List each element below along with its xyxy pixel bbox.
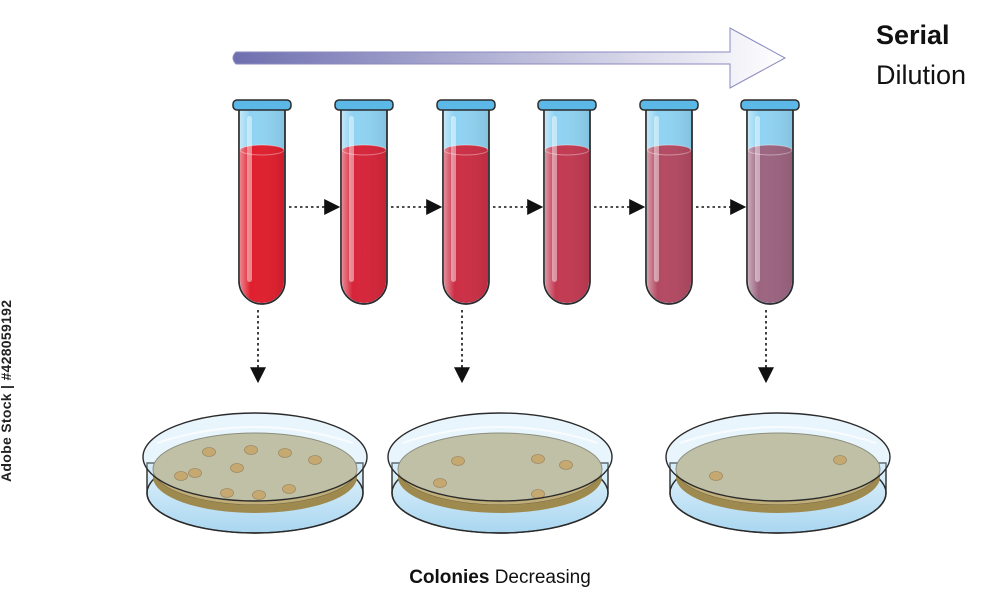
tube-highlight xyxy=(654,116,659,282)
agar-edge xyxy=(676,469,880,513)
test-tube xyxy=(639,99,699,305)
tube-highlight xyxy=(755,116,760,282)
petri-dish xyxy=(665,412,891,534)
tube-highlight xyxy=(451,116,456,282)
bacterial-colony xyxy=(451,456,465,466)
tube-highlight xyxy=(247,116,252,282)
caption: Colonies Decreasing xyxy=(0,567,1000,589)
tube-outline xyxy=(238,107,286,305)
tube-highlight xyxy=(349,116,354,282)
tube-outline xyxy=(442,107,490,305)
petri-dish xyxy=(142,412,368,534)
caption-regular: Decreasing xyxy=(494,567,591,588)
petri-dishes xyxy=(142,412,891,534)
lid-highlight xyxy=(679,426,877,444)
bacterial-colony xyxy=(433,478,447,488)
bacterial-colony xyxy=(531,454,545,464)
tube-outline xyxy=(340,107,388,305)
test-tube xyxy=(334,99,394,305)
tube-shine xyxy=(646,108,692,304)
lid-highlight xyxy=(401,426,599,444)
plating-arrows xyxy=(250,310,774,384)
agar-edge xyxy=(153,469,357,513)
bacterial-colony xyxy=(220,488,234,498)
caption-bold: Colonies xyxy=(409,567,490,588)
tube-outline xyxy=(645,107,693,305)
tube-rim xyxy=(537,99,597,111)
tube-rim xyxy=(334,99,394,111)
watermark-stock-id: Adobe Stock | #428059192 xyxy=(0,299,14,482)
title-serial: Serial xyxy=(876,20,950,50)
tube-shine xyxy=(341,108,387,304)
dish-lid xyxy=(665,412,891,502)
tube-shine xyxy=(544,108,590,304)
tube-rim xyxy=(740,99,800,111)
tube-highlight xyxy=(552,116,557,282)
bacterial-colony xyxy=(230,463,244,473)
title-dilution: Dilution xyxy=(876,60,967,90)
bacterial-colony xyxy=(174,471,188,481)
tube-shine xyxy=(747,108,793,304)
bacterial-colony xyxy=(559,460,573,470)
tube-rim xyxy=(232,99,292,111)
agar-edge xyxy=(398,469,602,513)
bacterial-colony xyxy=(188,468,202,478)
bacterial-colony xyxy=(308,455,322,465)
test-tube xyxy=(537,99,597,305)
dish-lid xyxy=(142,412,368,502)
bacterial-colony xyxy=(278,448,292,458)
tube-outline xyxy=(746,107,794,305)
bacterial-colony xyxy=(202,447,216,457)
dish-lid xyxy=(387,412,613,502)
dilution-direction-arrow xyxy=(232,27,787,89)
tube-shine xyxy=(443,108,489,304)
test-tube xyxy=(436,99,496,305)
petri-dish xyxy=(387,412,613,534)
bacterial-colony xyxy=(244,445,258,455)
tube-rim xyxy=(436,99,496,111)
tube-rim xyxy=(639,99,699,111)
tube-outline xyxy=(543,107,591,305)
test-tubes xyxy=(232,99,800,305)
test-tube xyxy=(232,99,292,305)
bacterial-colony xyxy=(833,455,847,465)
lid-highlight xyxy=(156,426,354,444)
bacterial-colony xyxy=(282,484,296,494)
bacterial-colony xyxy=(709,471,723,481)
bacterial-colony xyxy=(252,490,266,500)
test-tube xyxy=(740,99,800,305)
tube-shine xyxy=(239,108,285,304)
